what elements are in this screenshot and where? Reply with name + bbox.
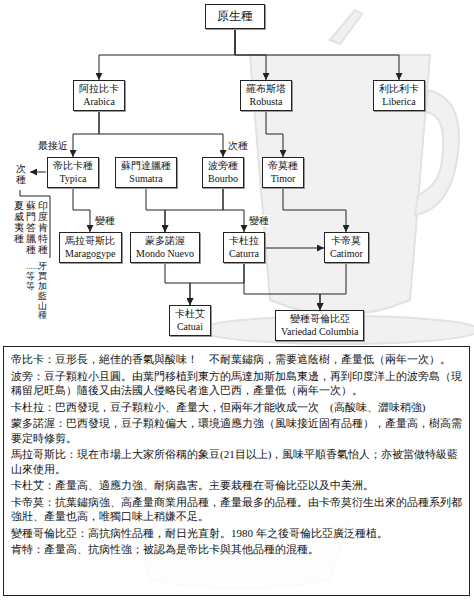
chinese-name: 羅布斯塔 <box>246 83 286 96</box>
chinese-name: 帝比卡種 <box>53 160 93 173</box>
latin-name: Caturra <box>229 248 259 261</box>
species-box: 阿拉比卡Arabica <box>73 80 125 111</box>
variety-box: 卡帝莫Catimor <box>324 232 369 263</box>
edge-label: 變種 <box>94 215 116 227</box>
edge-label: 次種 <box>227 140 249 152</box>
latin-name: Catuai <box>175 321 205 334</box>
note-text: 變種哥倫比亞：高抗病性品種，耐日光直射。1980 年之後哥倫比亞廣泛種植。 <box>11 526 462 541</box>
species-box: 羅布斯塔Robusta <box>240 80 292 111</box>
variety-box: 蒙多諾渥Mondo Nuevo <box>130 232 200 263</box>
connector-arrow <box>190 263 244 305</box>
connector-arrow <box>244 263 320 310</box>
note-box: 帝比卡：豆形長，絕佳的香氣與酸味！ 不耐葉鏽病，需要遮蔭樹，產量低（兩年一次）。… <box>3 346 470 596</box>
variety-label: 夏威夷種 <box>14 200 24 244</box>
connector-arrow <box>165 263 190 305</box>
variety-label: 印度肯特種 <box>38 200 48 255</box>
connector-arrow <box>235 29 399 80</box>
latin-name: Maragogype <box>65 248 116 261</box>
note-text: 馬拉哥斯比：現在市場上大家所俗稱的象豆(21目以上)，風味平順香氣怡人；亦被當做… <box>11 447 462 476</box>
bracket-line <box>20 190 50 258</box>
connector-arrow <box>73 188 90 232</box>
variety-box: 帝莫種Timor <box>262 157 304 188</box>
variety-label: ......等等 <box>26 262 35 292</box>
connector-arrow <box>266 111 283 157</box>
chinese-name: 蘇門達臘種 <box>121 160 171 173</box>
connector-arrow <box>283 188 346 232</box>
latin-name: Mondo Nuevo <box>136 248 194 261</box>
latin-name: Bourbo <box>208 173 238 186</box>
chinese-name: 帝莫種 <box>268 160 298 173</box>
connector-arrow <box>146 188 165 232</box>
latin-name: Typica <box>53 173 93 186</box>
chinese-name: 卡杜艾 <box>175 308 205 321</box>
species-box: 利比利卡Liberica <box>373 80 425 111</box>
connector-arrow <box>223 188 244 232</box>
connector-arrow <box>99 111 223 157</box>
chinese-name: 馬拉哥斯比 <box>65 235 116 248</box>
edge-label: 最接近 <box>37 140 69 152</box>
chinese-name: 阿拉比卡 <box>79 83 119 96</box>
note-text: 波旁：豆子顆粒小且圓。由葉門移植到東方的馬達加斯加島東邊，再到印度洋上的波旁島（… <box>11 369 462 398</box>
connector-arrow <box>165 188 223 232</box>
chinese-name: 蒙多諾渥 <box>136 235 194 248</box>
note-text: 卡帝莫：抗葉鏽病強、高產量商業用品種，產量最多的品種。由卡帝莫衍生出來的品種系列… <box>11 495 462 524</box>
connector-arrow <box>73 111 99 157</box>
latin-name: Sumatra <box>121 173 171 186</box>
connector-arrow <box>320 263 346 310</box>
latin-name: Catimor <box>330 248 363 261</box>
root-box: 原生種 <box>205 4 265 29</box>
variety-box: 波旁種Bourbo <box>202 157 244 188</box>
note-text: 帝比卡：豆形長，絕佳的香氣與酸味！ 不耐葉鏽病，需要遮蔭樹，產量低（兩年一次）。 <box>11 352 462 367</box>
chinese-name: 波旁種 <box>208 160 238 173</box>
chinese-name: 變種哥倫比亞 <box>281 313 358 326</box>
connector-arrow <box>99 29 235 80</box>
latin-name: Robusta <box>246 96 286 109</box>
note-text: 卡杜艾：產量高、適應力強、耐病蟲害。主要栽種在哥倫比亞以及中美洲。 <box>11 478 462 493</box>
latin-name: Timor <box>268 173 298 186</box>
variety-box: 卡杜艾Catuai <box>169 305 211 336</box>
variety-label: 蘇門答臘種 <box>26 200 36 255</box>
variety-box: 蘇門達臘種Sumatra <box>115 157 177 188</box>
note-text: 蒙多諾渥：巴西發現，豆子顆粒偏大，環境適應力強（風味接近固有品種），產量高，樹高… <box>11 416 462 445</box>
variety-box: 變種哥倫比亞Variedad Columbia <box>275 310 364 341</box>
variety-box: 馬拉哥斯比Maragogype <box>59 232 122 263</box>
variety-box: 卡杜拉Caturra <box>223 232 265 263</box>
variety-label: 牙買加藍山種 <box>38 262 47 321</box>
note-text: 肯特：產量高、抗病性強；被認為是帝比卡與其他品種的混種。 <box>11 542 462 557</box>
chinese-name: 原生種 <box>211 7 259 26</box>
cup-straw <box>330 10 362 44</box>
variety-box: 帝比卡種Typica <box>47 157 99 188</box>
latin-name: Variedad Columbia <box>281 326 358 339</box>
latin-name: Liberica <box>379 96 419 109</box>
latin-name: Arabica <box>79 96 119 109</box>
bracket-line <box>50 258 51 350</box>
connector-arrow <box>265 248 324 249</box>
leader-line <box>30 172 46 173</box>
chinese-name: 卡帝莫 <box>330 235 363 248</box>
edge-label: 變種 <box>248 215 270 227</box>
chinese-name: 利比利卡 <box>379 83 419 96</box>
chinese-name: 卡杜拉 <box>229 235 259 248</box>
note-text: 卡杜拉：巴西發現，豆子顆粒小、產量大，但兩年才能收成一次 (高酸味、澀味稍強) <box>11 400 462 415</box>
category-label: 次種 <box>16 163 26 185</box>
